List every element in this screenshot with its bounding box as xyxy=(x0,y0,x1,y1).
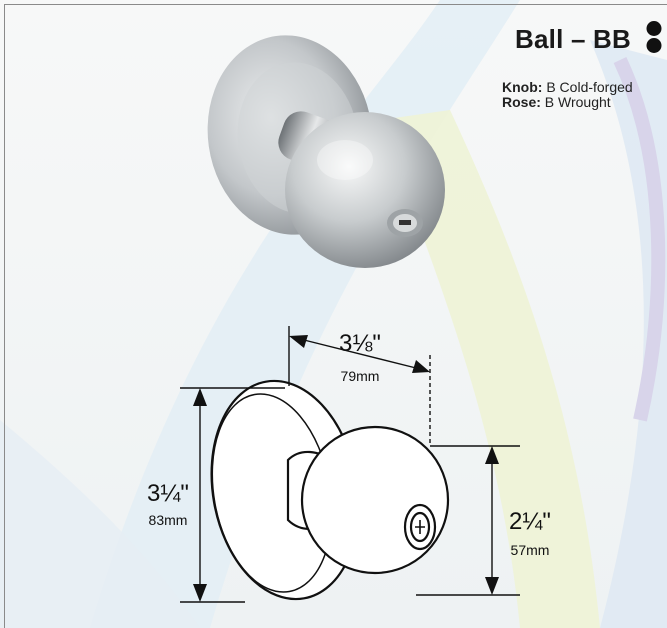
spec-row-rose: Rose: B Wrought xyxy=(502,95,633,110)
spec-row-knob: Knob: B Cold-forged xyxy=(502,80,633,95)
knob-height-metric-label: 57mm xyxy=(510,542,550,558)
page-frame xyxy=(4,4,667,628)
rose-height-metric-label: 83mm xyxy=(148,512,188,528)
depth-imperial-label: 3⅛" xyxy=(339,330,381,357)
spec-list: Knob: B Cold-forged Rose: B Wrought xyxy=(502,80,633,110)
spec-label: Knob: xyxy=(502,79,543,95)
spec-value: B Cold-forged xyxy=(546,79,633,95)
knob-photo xyxy=(207,35,445,268)
double-circle-icon xyxy=(646,21,662,53)
product-title: Ball – BB xyxy=(515,24,631,54)
depth-metric-label: 79mm xyxy=(340,368,380,384)
spec-value: B Wrought xyxy=(544,94,611,110)
spec-label: Rose: xyxy=(502,94,541,110)
rose-height-imperial-label: 3¼" xyxy=(147,480,189,507)
knob-height-imperial-label: 2¼" xyxy=(509,508,551,535)
